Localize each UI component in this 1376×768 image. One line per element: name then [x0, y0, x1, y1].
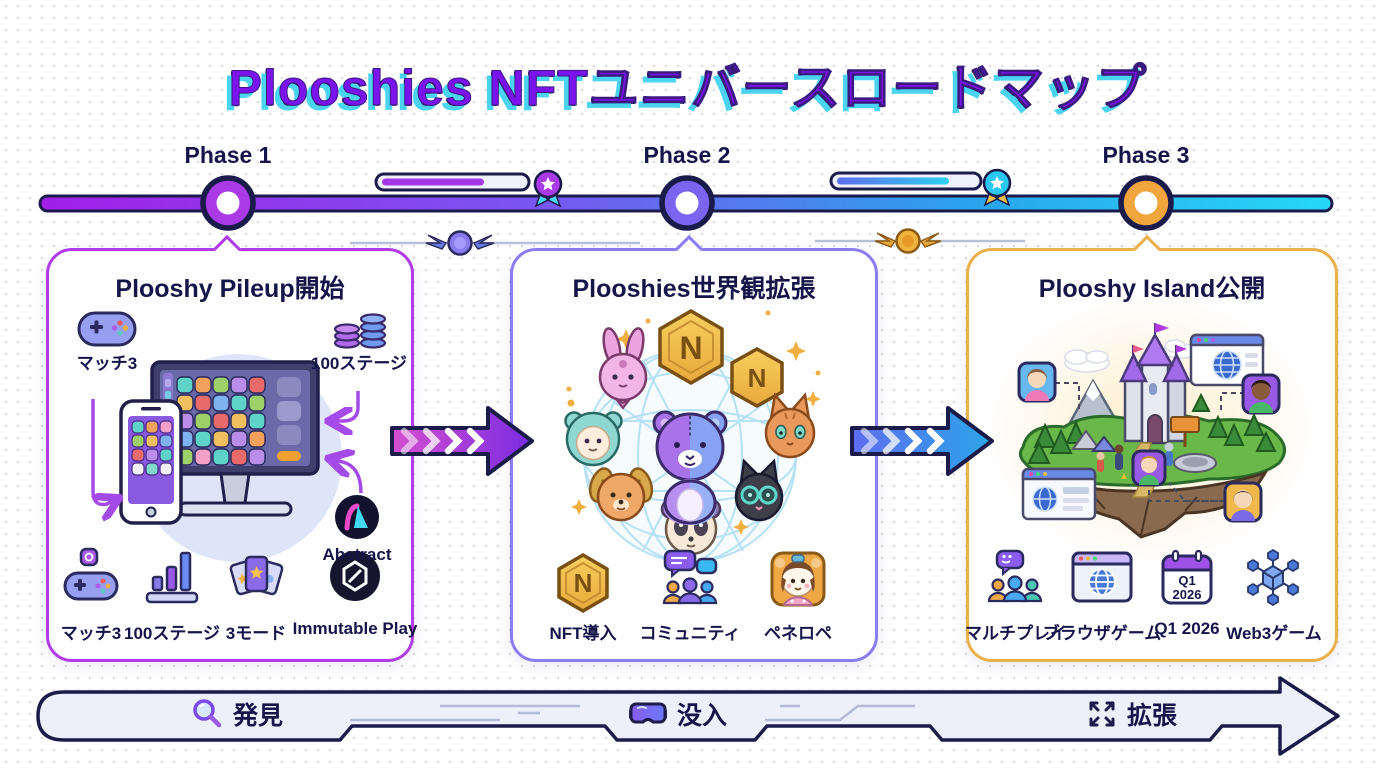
abstract-logo [335, 495, 379, 539]
card-phase1-illustration [63, 311, 387, 604]
feature-label: マルチプレイ [965, 624, 1067, 643]
black-cat-character [734, 458, 784, 522]
svg-text:N: N [574, 568, 593, 598]
orange-cat-character [764, 392, 816, 459]
card-phase3: Plooshy Island公開 [965, 234, 1338, 662]
feature-label: マッチ3 [60, 624, 122, 643]
card-phase3-illustration: Q1 2026 [986, 294, 1316, 607]
medal-badge-1-icon [533, 169, 563, 208]
phase1-to-phase2-arrow [390, 406, 534, 476]
connector-arrow-left [93, 399, 113, 504]
phase-2-label: Phase 2 [643, 142, 731, 168]
connector-arrow-right-top [335, 391, 360, 421]
circuit-decoration [350, 704, 915, 722]
avatar-tile [1241, 373, 1281, 415]
feature-label: Immutable Play [292, 619, 418, 638]
nft-hexagon-icon: N [730, 346, 784, 409]
magnifier-icon [193, 699, 222, 728]
monitor-illustration [150, 360, 320, 517]
game-cards-icon [229, 555, 284, 596]
feature-label: 100ステージ [310, 354, 408, 373]
bottom-process-arrow [36, 676, 1340, 756]
progress-bar-1 [374, 172, 531, 192]
multiplayer-icon [987, 549, 1043, 603]
phase-3-label: Phase 3 [1102, 142, 1190, 168]
feature-label: ブラウザゲーム [1042, 624, 1162, 643]
partner-label: Abstract [322, 545, 392, 564]
expand-arrows-icon [1089, 701, 1115, 727]
browser-window [1021, 467, 1097, 521]
signpost [1170, 416, 1200, 447]
feature-label: ペネロペ [764, 624, 832, 643]
svg-text:N: N [679, 330, 702, 366]
immutable-logo [330, 551, 380, 601]
card-phase1-title: Plooshy Pileup開始 [115, 275, 345, 303]
step-label: 没入 [677, 702, 728, 730]
connector-arrow-right-bottom [335, 460, 363, 494]
avatar-tile [1017, 361, 1057, 403]
page-title: Plooshies NFTユニバースロードマップ [228, 60, 1148, 117]
bunny-character [598, 327, 648, 410]
castle [1119, 323, 1191, 445]
browser-game-icon [1071, 551, 1133, 603]
tents [1071, 429, 1118, 452]
avatar-tile [1131, 449, 1167, 487]
browser-window [1189, 333, 1265, 387]
trees [1027, 392, 1277, 464]
winged-badge-gold-icon [874, 228, 942, 254]
nft-hexagon-icon: N [557, 552, 609, 614]
hooded-bear-character [564, 411, 623, 467]
svg-text:2026: 2026 [1173, 587, 1202, 602]
phase2-to-phase3-arrow [850, 406, 994, 476]
coin-stacks-icon [333, 313, 387, 349]
phase-1-label: Phase 1 [184, 142, 272, 168]
feature-label: 3モード [225, 624, 287, 643]
feature-label: マッチ3 [76, 354, 138, 373]
nft-hexagon-icon: N [658, 308, 724, 386]
feature-label: Q1 2026 [1154, 619, 1220, 638]
phase-2-node [659, 175, 715, 231]
vr-goggles-icon [629, 702, 667, 724]
step-immersion: 没入 [628, 694, 727, 734]
feature-label: コミュニティ [639, 624, 741, 643]
center-teddy-bear-character [652, 410, 728, 526]
community-icon [662, 549, 718, 605]
medal-badge-2-icon [982, 168, 1012, 207]
card-phase2-illustration: N N [557, 308, 826, 614]
gamepad-icon [77, 311, 137, 347]
gamepad-icon [63, 547, 119, 601]
dashed-connectors [1055, 382, 1245, 502]
web3-cubes-icon [1247, 548, 1299, 607]
feature-label: Web3ゲーム [1226, 624, 1322, 643]
penelope-avatar [770, 551, 826, 607]
dog-character [588, 467, 654, 522]
svg-text:Q1: Q1 [1178, 573, 1195, 588]
feature-label: 100ステージ [123, 624, 221, 643]
timeline [38, 168, 1334, 256]
card-phase1: Plooshy Pileup開始 [46, 234, 417, 662]
step-label: 拡張 [1127, 702, 1178, 730]
phase-1-node [200, 175, 256, 231]
progress-bar-2 [829, 171, 983, 191]
card-phase2-title: Plooshies世界観拡張 [572, 275, 816, 303]
step-label: 発見 [233, 702, 284, 730]
phase-3-node [1118, 175, 1174, 231]
calendar-icon: Q1 2026 [1161, 549, 1213, 605]
phone-illustration [119, 399, 183, 525]
card-phase2: Plooshies世界観拡張 [510, 234, 878, 662]
svg-text:N: N [748, 363, 767, 393]
avatar-tile [1223, 481, 1263, 523]
winged-badge-purple-icon [425, 230, 495, 256]
step-expansion: 拡張 [1086, 694, 1177, 734]
bar-chart-icon [145, 551, 199, 604]
stadium [1173, 453, 1217, 473]
feature-label: NFT導入 [549, 624, 617, 643]
step-discovery: 発見 [190, 694, 283, 734]
